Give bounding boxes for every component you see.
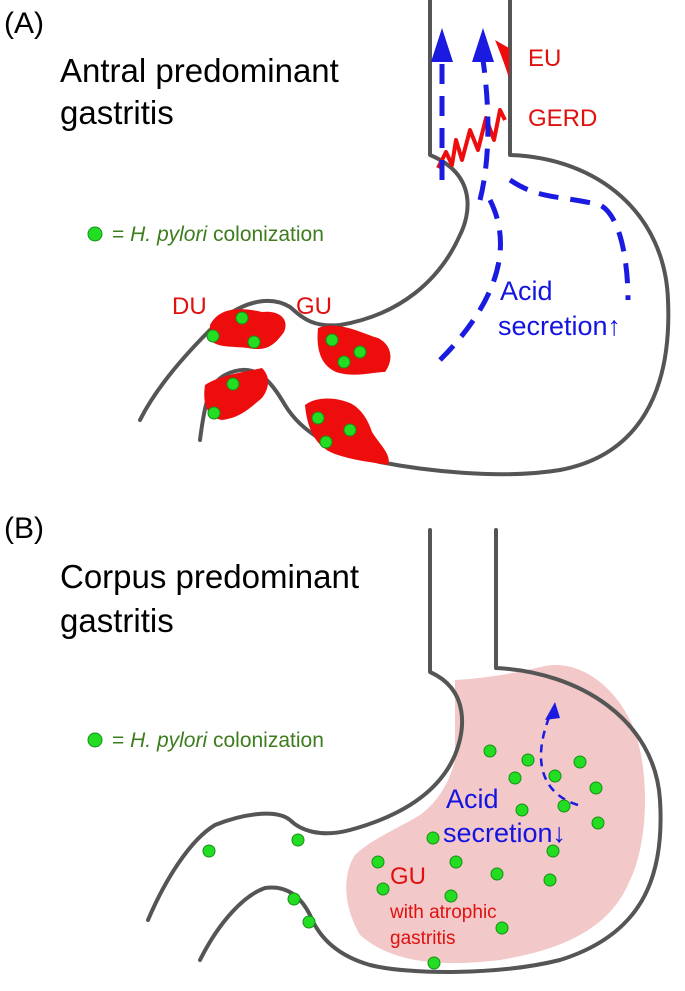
gu-sub-line1: with atrophic [389, 902, 497, 923]
stomach-a-outer-wall [198, 0, 671, 477]
acid-arrowhead-right [472, 28, 494, 62]
legend-dot-a [87, 226, 103, 242]
panel-a-title-line2: gastritis [60, 94, 174, 131]
colonization-dot [508, 771, 522, 785]
gu-label-b: GU [390, 863, 426, 890]
colonization-dot [311, 411, 325, 425]
colonization-dot [319, 435, 333, 449]
colonization-dot [302, 915, 316, 929]
colonization-dots-a [206, 311, 367, 449]
colonization-dot [376, 882, 390, 896]
colonization-dot [589, 781, 603, 795]
colonization-dot [371, 855, 385, 869]
colonization-dot [206, 329, 220, 343]
gu-sub-line2: gastritis [390, 928, 455, 949]
legend-text-a: = H. pylori colonization [112, 223, 324, 246]
colonization-dot [202, 844, 216, 858]
du-label: DU [172, 293, 207, 320]
acid-label-a-line1: Acid [500, 276, 553, 306]
colonization-dot [343, 423, 357, 437]
panel-a-label: (A) [4, 7, 44, 40]
acid-path-curve-outer [508, 177, 631, 301]
panel-a-title-line1: Antral predominant [60, 52, 339, 89]
panel-b: (B) Corpus predominant gastritis Acid se… [4, 512, 663, 974]
acid-label-b-line1: Acid [446, 784, 499, 814]
gerd-reflux-wave [436, 108, 507, 169]
colonization-dot [291, 833, 305, 847]
acid-path-right [477, 59, 491, 201]
colonization-dot [546, 844, 560, 858]
colonization-dot [337, 355, 351, 369]
colonization-dots-b [202, 744, 605, 970]
colonization-dot [444, 889, 458, 903]
acid-path-curve-inner [438, 198, 503, 362]
colonization-dot [573, 755, 587, 769]
panel-b-label: (B) [4, 512, 44, 545]
eu-esophageal-ulcer [495, 40, 509, 78]
colonization-dot [515, 803, 529, 817]
panel-b-title-line1: Corpus predominant [60, 558, 359, 595]
acid-label-a-line2: secretion↑ [498, 311, 621, 341]
acid-arrowhead-b [545, 702, 560, 720]
colonization-dot [427, 956, 441, 970]
colonization-dot [235, 311, 249, 325]
acid-label-b-line2: secretion↓ [443, 818, 566, 848]
atrophic-region [346, 664, 645, 964]
legend-dot-b [87, 732, 103, 748]
colonization-dot [483, 744, 497, 758]
colonization-dot [557, 799, 571, 813]
stomach-a-inner-wall [138, 0, 470, 422]
acid-path-b [539, 714, 579, 807]
colonization-dot [449, 855, 463, 869]
colonization-dot [495, 921, 509, 935]
panel-b-title-line2: gastritis [60, 602, 174, 639]
gerd-label: GERD [528, 105, 597, 132]
colonization-dot [591, 816, 605, 830]
colonization-dot [247, 335, 261, 349]
colonization-dot [426, 831, 440, 845]
colonization-dot [325, 333, 339, 347]
acid-arrowhead-left [431, 28, 453, 62]
du-ulcer-upper [210, 309, 286, 350]
gu-label-a: GU [296, 293, 332, 320]
colonization-dot [490, 867, 504, 881]
colonization-dot [226, 377, 240, 391]
colonization-dot [543, 873, 557, 887]
du-ulcer-lower [204, 368, 269, 420]
colonization-dot [548, 769, 562, 783]
colonization-dot [287, 892, 301, 906]
colonization-dot [207, 406, 221, 420]
panel-a: (A) Antral predominant gastritis EU GERD… [4, 0, 671, 477]
legend-text-b: = H. pylori colonization [112, 729, 324, 752]
colonization-dot [353, 345, 367, 359]
eu-label: EU [528, 45, 561, 72]
stomach-b-outer-wall [198, 528, 663, 974]
colonization-dot [521, 753, 535, 767]
stomach-b-inner-wall [146, 528, 465, 922]
